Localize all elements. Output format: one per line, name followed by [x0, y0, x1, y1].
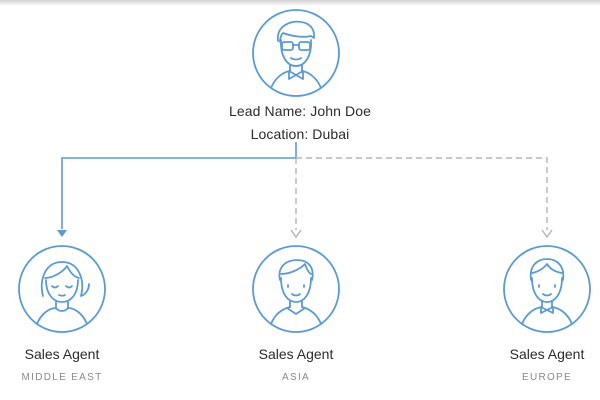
arrowhead-asia [290, 229, 302, 239]
agent-node-europe[interactable] [502, 244, 592, 334]
arrowhead-middle-east [57, 230, 67, 237]
agent-node-middle-east[interactable] [17, 244, 107, 334]
agent-region-asia: ASIA [282, 372, 310, 383]
agent-region-europe: EUROPE [521, 372, 573, 383]
agent-title-asia: Sales Agent [258, 346, 334, 362]
man-agent-icon [252, 245, 340, 333]
agent-node-asia[interactable] [251, 244, 341, 334]
agent-title-europe: Sales Agent [509, 346, 585, 362]
woman-agent-icon [18, 245, 106, 333]
agent-title-middle-east: Sales Agent [24, 346, 100, 362]
man-agent-bowtie-icon [503, 245, 591, 333]
lead-node [251, 8, 341, 98]
connector-europe [296, 157, 548, 230]
lead-location: Location: Dubai [250, 126, 350, 142]
agent-region-middle-east: MIDDLE EAST [21, 372, 103, 383]
connector-middle-east [61, 142, 297, 229]
arrowhead-europe [541, 229, 553, 239]
top-edge-shadow [0, 0, 600, 6]
man-with-glasses-bowtie-icon [252, 9, 340, 97]
lead-name: Lead Name: John Doe [229, 103, 371, 119]
